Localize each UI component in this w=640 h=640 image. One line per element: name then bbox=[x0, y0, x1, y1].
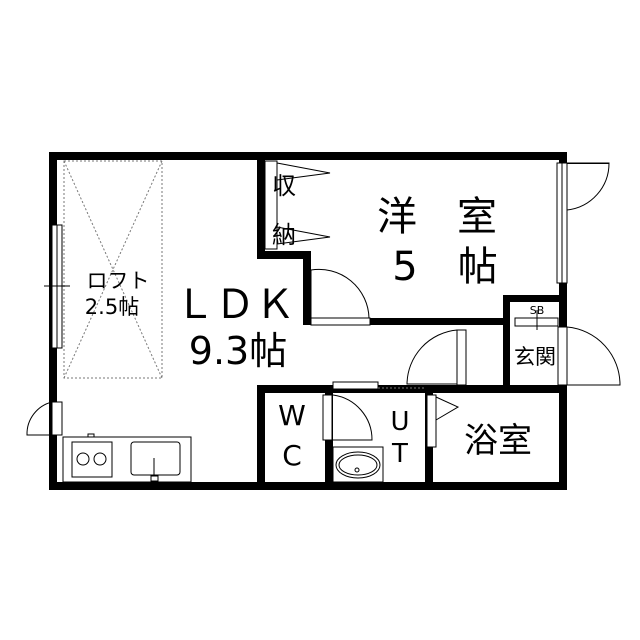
storage-label-1: 収 bbox=[272, 172, 296, 200]
sink-icon bbox=[130, 441, 181, 476]
ut-label-1: U bbox=[390, 407, 409, 437]
storage-doors[interactable] bbox=[264, 160, 331, 250]
kitchen-counter bbox=[62, 433, 192, 483]
shoe-box-label: SB bbox=[530, 304, 545, 317]
window-left bbox=[44, 224, 70, 349]
stove-icon bbox=[71, 441, 113, 478]
loft-label: ロフト bbox=[87, 269, 150, 293]
door-left[interactable] bbox=[26, 401, 63, 436]
door-western-room[interactable] bbox=[310, 268, 371, 326]
washbasin-icon bbox=[332, 446, 384, 483]
western-room-label: 洋 室 bbox=[377, 194, 497, 240]
sliding-door-ut[interactable] bbox=[332, 381, 425, 390]
door-wc[interactable] bbox=[322, 394, 373, 441]
storage-label-2: 納 bbox=[272, 221, 296, 249]
loft-size: 2.5帖 bbox=[85, 295, 139, 319]
door-balcony[interactable] bbox=[566, 162, 610, 211]
entrance-label: 玄関 bbox=[514, 345, 556, 369]
window-right bbox=[556, 162, 568, 284]
ldk-label: ＬＤＫ bbox=[175, 282, 295, 328]
western-room-size: 5 帖 bbox=[392, 244, 497, 290]
wc-label-2: C bbox=[282, 439, 302, 472]
door-entrance[interactable] bbox=[557, 326, 621, 386]
ldk-size: 9.3帖 bbox=[189, 329, 287, 373]
door-hall[interactable] bbox=[406, 329, 467, 386]
loft-area bbox=[63, 160, 163, 379]
wc-label-1: W bbox=[278, 399, 306, 432]
bath-label: 浴室 bbox=[464, 421, 532, 461]
shoe-box bbox=[514, 310, 559, 330]
ut-label-2: T bbox=[391, 439, 408, 469]
door-bath[interactable] bbox=[426, 394, 460, 448]
